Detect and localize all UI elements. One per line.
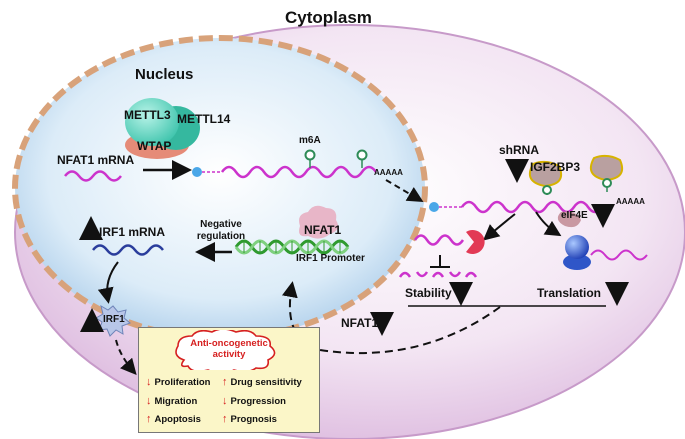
mettl14-label: METTL14 [177,112,231,126]
nfat1-mrna-wave [64,170,122,182]
irf1-mrna-wave [92,244,164,256]
nfat1-cytoplasm-label: NFAT1 [341,316,379,330]
irf1-protein-label: IRF1 [103,314,125,325]
nfat1-protein-label: NFAT1 [304,223,342,237]
igf2bp3-reader-2 [590,154,624,192]
irf1-promoter-dna [234,239,350,255]
cytoplasm-label: Cytoplasm [285,8,372,27]
eif4e-factor [557,211,581,228]
feedback-dashed-path [281,281,501,355]
arrow-to-activity-box [115,339,137,376]
negative-regulation-label: Negative regulation [196,219,246,242]
polya-tail-cytoplasm: AAAAA [616,197,645,206]
igf2bp3-reader-1 [529,160,563,195]
shrna-label: shRNA [499,143,540,157]
igf2bp3-label: IGF2BP3 [530,160,581,174]
eif4e-label: eIF4E [561,210,588,221]
up-arrow-icon: ↑ [222,413,228,425]
translation-group [563,235,648,270]
down-arrow-icon: ↓ [146,376,152,388]
effect-proliferation: ↓Proliferation [146,376,211,388]
nucleus-label: Nucleus [135,66,194,83]
irf1-promoter-label: IRF1 Promoter [296,253,365,264]
nfat1-protein-blob [299,205,338,239]
mettl3-label: METTL3 [124,108,171,122]
stability-group [398,230,485,278]
mettl-complex [125,98,200,159]
nucleus-envelope [12,35,428,341]
arrow-to-irf1 [97,261,119,304]
arrow-to-stability [482,213,516,241]
effect-progression: ↓Progression [222,395,286,407]
effect-drug-sensitivity: ↑Drug sensitivity [222,376,302,388]
export-arrow [385,179,424,203]
activity-cloud [175,330,276,370]
polya-tail-nucleus: AAAAA [374,168,403,177]
down-arrow-icon: ↓ [222,395,228,407]
methylated-mrna-nucleus [192,149,378,179]
stability-label: Stability [405,286,452,300]
m6a-label: m6A [299,135,321,146]
effect-migration: ↓Migration [146,395,198,407]
up-arrow-icon: ↑ [222,376,228,388]
cytoplasmic-mrna [429,200,604,214]
irf1-mrna-label: IRF1 mRNA [99,225,166,239]
effect-apoptosis: ↑Apoptosis [146,413,201,425]
activity-title: Anti-oncogenetic activity [190,338,268,360]
effect-prognosis: ↑Prognosis [222,413,277,425]
nfat1-mrna-label: NFAT1 mRNA [57,153,135,167]
wtap-label: WTAP [137,139,172,153]
up-arrow-icon: ↑ [146,413,152,425]
translation-label: Translation [537,286,602,300]
down-arrow-icon: ↓ [146,395,152,407]
arrow-to-translation [535,211,562,237]
